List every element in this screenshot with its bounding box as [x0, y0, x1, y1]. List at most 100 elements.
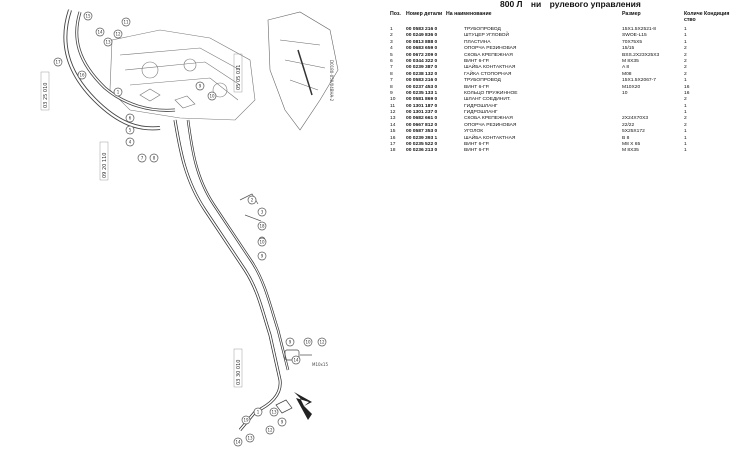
cell-pos: 7: [390, 65, 393, 71]
cell-part-number: 00 0813 888 0: [406, 39, 438, 45]
callout: 9: [289, 340, 292, 345]
sheet-code: D0180-050/04BHA-2: [329, 60, 334, 102]
col-header-name: На наименование: [446, 11, 492, 17]
cell-qty: 2: [684, 58, 687, 64]
callout: 4: [129, 140, 132, 145]
cell-part-number: 00 0583 216 0: [406, 78, 438, 84]
callout: 12: [115, 32, 121, 37]
callout: 8: [153, 156, 156, 161]
cell-name: ВИНТ 6-ГР.: [464, 84, 490, 90]
cell-qty: 1: [684, 142, 687, 148]
cell-part-number: 00 0235 522 0: [406, 142, 438, 148]
cell-size: A 8: [622, 65, 630, 71]
callout: 11: [123, 20, 129, 25]
cell-pos: 9: [390, 90, 393, 96]
col-header-number: Номер детали: [406, 11, 443, 17]
col-header-size: Размер: [622, 11, 641, 17]
cell-pos: 18: [390, 148, 396, 154]
direction-arrow: [294, 392, 312, 420]
cell-size: 15/15: [622, 46, 635, 52]
cell-name: СКОБА КРЕПЕЖНАЯ: [464, 116, 513, 122]
cell-pos: 5: [390, 52, 393, 58]
upper-hose-assembly: [63, 9, 176, 131]
callout: 13: [247, 436, 253, 441]
callout: 2: [251, 198, 254, 203]
cell-part-number: 00 0249 836 0: [406, 33, 438, 39]
ref-label-2: 09 20 110: [102, 153, 108, 178]
cell-size: 15X1.5X2067-7: [622, 78, 656, 84]
cell-qty: 1: [684, 135, 687, 141]
title-part: рулевого управления: [549, 0, 641, 9]
cell-size: M08: [622, 71, 632, 77]
engine-block-sketch: [109, 29, 256, 121]
title-part: ни: [530, 0, 542, 9]
callout: 17: [55, 60, 61, 65]
cell-part-number: 00 0235 133 1: [406, 90, 438, 96]
cell-size: B 8: [622, 135, 630, 141]
cell-size: 5X25X172: [622, 129, 645, 135]
cell-part-number: 00 0581 869 0: [406, 97, 438, 103]
cell-part-number: 00 0236 213 0: [406, 148, 438, 154]
cell-size: M 8X35: [622, 58, 639, 64]
cell-size: BSS.2X23X25X3: [622, 52, 660, 58]
col-header-pos: Поз.: [390, 11, 401, 17]
cell-qty: 1: [684, 78, 687, 84]
ref-label-4: 03 30 010: [236, 360, 242, 385]
callout: 16: [79, 73, 85, 78]
cell-part-number: 00 0238 132 0: [406, 71, 438, 77]
cell-part-number: 00 1301 237 0: [406, 110, 438, 116]
cell-pos: 11: [390, 103, 396, 109]
callout: 6: [129, 116, 132, 121]
cell-qty: 1: [684, 129, 687, 135]
cell-qty: 1: [684, 148, 687, 154]
callout-group: 15 14 13 12 11 17 16 1 6 5 4 7 8 9 10 2 …: [53, 11, 327, 447]
cell-part-number: 00 0344 322 0: [406, 58, 438, 64]
cell-qty: 1: [684, 27, 687, 32]
callout: 15: [85, 14, 91, 19]
cell-size: 15X1.5X2521-8: [622, 27, 656, 32]
cell-name: ГИДРОШЛАНГ: [464, 110, 498, 116]
steering-pipe: [173, 119, 290, 431]
cell-part-number: 00 0682 661 0: [406, 116, 438, 122]
cell-pos: 6: [390, 58, 393, 64]
cell-name: ВИНТ 6-ГР.: [464, 142, 490, 148]
cell-part-number: 00 0672 209 0: [406, 52, 438, 58]
cell-qty: 2: [684, 122, 687, 128]
cell-name: ТРУБОПРОВОД: [464, 78, 501, 84]
cell-part-number: 00 0667 812 0: [406, 122, 438, 128]
cell-pos: 14: [390, 122, 396, 128]
callout: 1: [257, 410, 260, 415]
cell-name: ТРУБОПРОВОД: [464, 27, 501, 32]
callout: 9: [199, 84, 202, 89]
ref-label-1: 03 25 010: [43, 83, 49, 108]
callout: 13: [105, 40, 111, 45]
cell-name: ВИНТ 6-ГР.: [464, 148, 490, 154]
cell-pos: 1: [390, 27, 393, 32]
cell-qty: 1: [684, 39, 687, 45]
cell-qty: 16: [684, 90, 690, 96]
cell-size: M10X20: [622, 84, 641, 90]
callout: 14: [293, 358, 299, 363]
callout: 14: [235, 440, 241, 445]
note-label: M10x15: [312, 362, 328, 367]
cell-pos: 2: [390, 33, 393, 39]
cell-name: ШАЙБА КОНТАКТНАЯ: [464, 135, 516, 141]
callout: 7: [141, 156, 144, 161]
callout: 5: [129, 128, 132, 133]
callout: 13: [271, 410, 277, 415]
cell-qty: 2: [684, 65, 687, 71]
callout: 9: [261, 254, 264, 259]
cell-size: 70X75X5: [622, 39, 643, 45]
cell-part-number: 00 0587 353 0: [406, 129, 438, 135]
ref-label-3: 05 05 031: [236, 65, 242, 90]
cell-size: 22/22: [622, 122, 635, 128]
cell-qty: 2: [684, 46, 687, 52]
